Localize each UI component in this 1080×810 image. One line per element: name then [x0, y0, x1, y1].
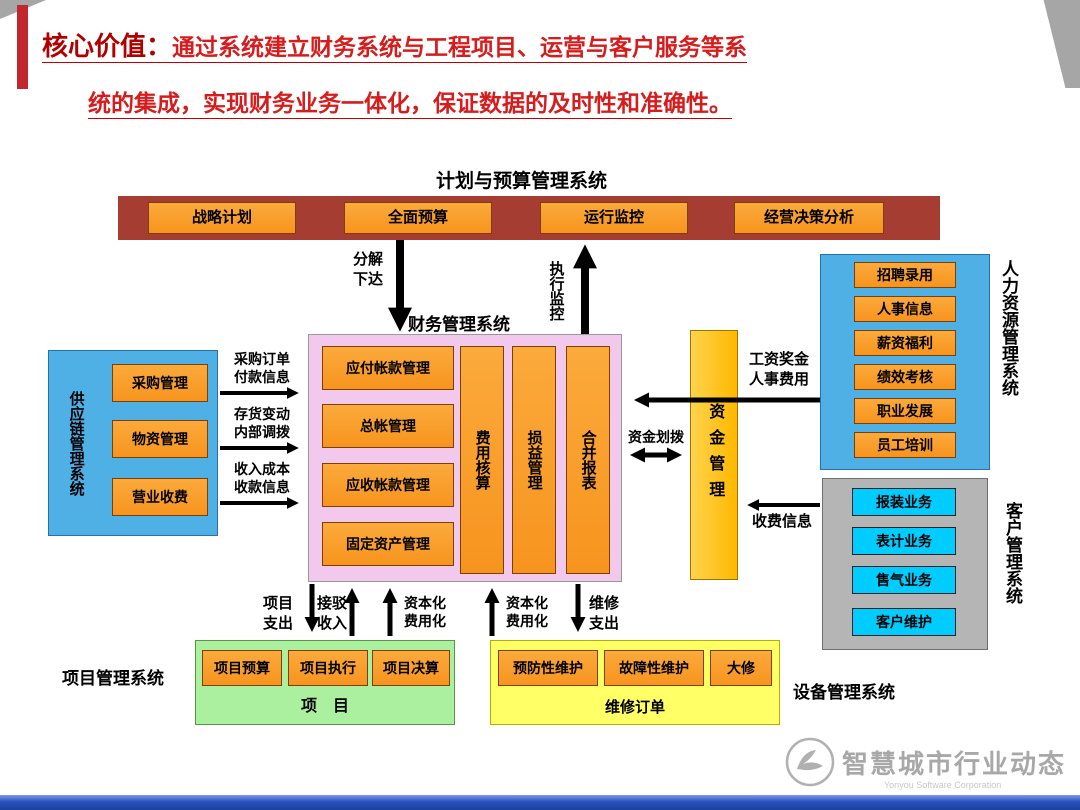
flow-label-capitalization-right: 资本化 费用化	[506, 595, 548, 630]
header-line-2: 统的集成，实现财务业务一体化，保证数据的及时性和准确性。	[88, 84, 732, 118]
header-core-value-label: 核心价值：	[42, 31, 173, 61]
flow-label-decompose: 分解 下达	[352, 251, 383, 288]
project-group-label: 项 目	[300, 697, 349, 715]
flow-label-exec-monitor: 执行监控	[547, 261, 565, 321]
flow-label-purchase: 采购订单 付款信息	[234, 351, 290, 386]
finance-item-accounts-receivable: 应收帐款管理	[322, 463, 454, 507]
finance-item-accounts-payable: 应付帐款管理	[322, 346, 454, 390]
header-line-1: 核心价值：通过系统建立财务系统与工程项目、运营与客户服务等系	[42, 26, 747, 63]
equipment-item-overhaul: 大修	[710, 650, 772, 686]
customer-item-installation: 报装业务	[852, 488, 956, 516]
watermark: 智慧城市行业动态 Yonyou Software Corporation	[784, 734, 1074, 792]
flow-label-inventory: 存货变动 内部调拨	[234, 406, 290, 441]
flow-label-project-expense: 项目 支出	[262, 595, 293, 632]
hr-system-title: 人力资源管理系统	[999, 260, 1018, 396]
planning-item-strategic-plan: 战略计划	[148, 202, 296, 234]
planning-system-title: 计划与预算管理系统	[436, 171, 608, 192]
flow-label-revenue: 收入成本 收款信息	[234, 461, 290, 496]
project-system-title: 项目管理系统	[62, 669, 164, 688]
flow-label-fund-transfer: 资金划拨	[628, 429, 684, 445]
finance-item-profit-loss: 损益管理	[512, 346, 556, 574]
customer-item-metering: 表计业务	[852, 527, 956, 555]
finance-item-consolidated-statements: 合并报表	[566, 346, 610, 574]
corner-decoration-top-right	[1043, 0, 1080, 88]
equipment-item-preventive: 预防性维护	[498, 650, 598, 686]
flow-label-connection-income: 接驳 收入	[316, 595, 347, 632]
watermark-logo-icon	[785, 737, 835, 787]
finance-item-expense-accounting: 费用核算	[460, 346, 504, 574]
hr-item-career-development: 职业发展	[854, 398, 956, 424]
bottom-blue-bar	[0, 795, 1080, 810]
project-item-budget: 项目预算	[202, 650, 282, 686]
equipment-system-title: 设备管理系统	[793, 683, 895, 702]
supply-chain-title: 供应链管理系统	[67, 390, 85, 496]
customer-system-title: 客户管理系统	[1003, 502, 1022, 604]
hr-item-recruitment: 招聘录用	[854, 262, 956, 288]
header-text-2: 统的集成，实现财务业务一体化，保证数据的及时性和准确性。	[88, 90, 732, 116]
header-text-1: 通过系统建立财务系统与工程项目、运营与客户服务等系	[172, 34, 748, 60]
funds-management-box: 资金管理	[690, 330, 738, 580]
finance-item-general-ledger: 总帐管理	[322, 404, 454, 448]
finance-system-title: 财务管理系统	[408, 315, 510, 334]
equipment-item-fault: 故障性维护	[604, 650, 704, 686]
finance-item-fixed-assets: 固定资产管理	[322, 522, 454, 566]
supply-chain-item-procurement: 采购管理	[112, 364, 208, 402]
project-item-execution: 项目执行	[288, 650, 368, 686]
flow-label-charge-info: 收费信息	[751, 513, 812, 530]
planning-item-operation-monitoring: 运行监控	[540, 202, 688, 234]
customer-item-customer-maintenance: 客户维护	[852, 608, 956, 636]
red-stripe-decoration	[17, 5, 28, 89]
equipment-group-label: 维修订单	[604, 699, 665, 717]
supply-chain-item-business-charges: 营业收费	[112, 478, 208, 516]
planning-item-decision-analysis: 经营决策分析	[734, 202, 884, 234]
flow-label-maintenance-expense: 维修 支出	[588, 595, 619, 632]
project-item-final-accounts: 项目决算	[372, 650, 450, 686]
watermark-company: Yonyou Software Corporation	[884, 780, 1002, 790]
hr-item-salary-benefits: 薪资福利	[854, 330, 956, 356]
hr-item-training: 员工培训	[854, 432, 956, 458]
hr-item-personnel-info: 人事信息	[854, 296, 956, 322]
hr-item-performance: 绩效考核	[854, 364, 956, 390]
customer-item-gas-sales: 售气业务	[852, 566, 956, 594]
flow-label-salary: 工资奖金 人事费用	[748, 351, 809, 388]
flow-label-capitalization-left: 资本化 费用化	[404, 595, 446, 630]
planning-item-overall-budget: 全面预算	[344, 202, 492, 234]
watermark-name: 智慧城市行业动态	[842, 749, 1067, 779]
supply-chain-item-materials: 物资管理	[112, 420, 208, 458]
